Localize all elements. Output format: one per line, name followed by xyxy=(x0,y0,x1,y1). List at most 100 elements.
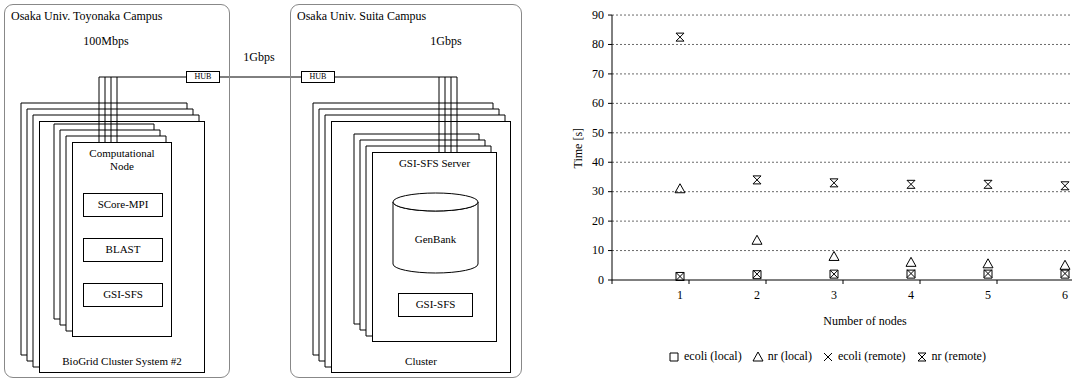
tick-label: 80 xyxy=(592,37,604,51)
hub-box: HUB xyxy=(301,71,335,83)
software-box: BLAST xyxy=(83,238,163,262)
legend-marker-shape xyxy=(824,353,832,361)
tick-label: 1 xyxy=(677,288,683,302)
node-text: Computational Node xyxy=(77,147,167,173)
stack-shadow-outline xyxy=(33,115,199,367)
stack-shadow-outline xyxy=(366,146,491,336)
bandwidth-label: 1Gbps xyxy=(241,50,276,64)
tick-label: 50 xyxy=(592,126,604,140)
stack-shadow-outline xyxy=(360,140,485,330)
node-text: GSI-SFS Server xyxy=(399,157,470,170)
legend-marker xyxy=(752,351,764,363)
y-tick xyxy=(608,15,612,16)
axis-title: Number of nodes xyxy=(823,314,906,328)
y-tick xyxy=(608,280,612,281)
node-text: SCore-MPI xyxy=(98,198,149,211)
stack-shadow-outline xyxy=(66,136,166,331)
software-box: SCore-MPI xyxy=(83,193,163,217)
node-text: GSI-SFS xyxy=(416,298,456,311)
tick-label: 3 xyxy=(831,288,837,302)
data-point xyxy=(984,270,992,278)
data-point xyxy=(1061,182,1069,190)
data-point xyxy=(1061,270,1069,278)
node-text: BLAST xyxy=(106,243,141,256)
grid-line xyxy=(612,15,1072,16)
stack-shadow-outline xyxy=(325,115,505,367)
data-point xyxy=(753,176,761,184)
y-axis xyxy=(612,15,613,280)
legend-text: ecoli (local) xyxy=(684,349,742,364)
hub-box: HUB xyxy=(186,71,220,83)
grid-line xyxy=(612,103,1072,104)
legend-item: nr (local) xyxy=(752,349,812,364)
data-point xyxy=(830,179,838,187)
tick-label: 90 xyxy=(592,8,604,22)
legend-item: ecoli (remote) xyxy=(822,349,906,364)
data-point xyxy=(906,257,916,266)
stack-shadow-outline xyxy=(27,109,193,361)
database-cylinder: GenBank xyxy=(393,193,478,273)
node-text: Cluster xyxy=(405,355,437,368)
network-link xyxy=(220,77,301,78)
x-tick xyxy=(766,280,767,284)
tick-label: 10 xyxy=(592,243,604,257)
cylinder-outline xyxy=(393,193,478,273)
data-point xyxy=(907,270,915,278)
x-tick xyxy=(612,280,613,284)
stack-shadow-outline xyxy=(319,109,499,361)
cluster-box: Cluster GSI-SFS ServerGenBankGSI-SFS xyxy=(331,121,511,373)
data-point xyxy=(984,180,992,188)
y-tick xyxy=(608,73,612,74)
grid-line xyxy=(612,73,1072,74)
node-text: Osaka Univ. Toyonaka Campus xyxy=(11,9,162,23)
campus-region: Osaka Univ. Toyonaka CampusBioGrid Clust… xyxy=(4,4,230,378)
stack-shadow-outline xyxy=(354,134,479,324)
software-box: GSI-SFS xyxy=(83,283,163,307)
grid-line xyxy=(612,44,1072,45)
axis-title: Time [s] xyxy=(571,128,585,169)
data-point xyxy=(1060,260,1070,269)
y-tick xyxy=(608,162,612,163)
legend-marker-shape xyxy=(918,353,926,361)
chart-legend: ecoli (local) nr (local) ecoli (remote) nr … xyxy=(668,349,986,364)
node-text: GenBank xyxy=(415,233,457,246)
y-tick xyxy=(608,103,612,104)
data-point xyxy=(907,180,915,188)
grid-line xyxy=(612,162,1072,163)
legend-marker xyxy=(822,351,834,363)
data-point xyxy=(676,272,684,280)
node-text: HUB xyxy=(195,73,212,81)
grid-line xyxy=(612,191,1072,192)
data-point xyxy=(675,184,685,193)
node-text: HUB xyxy=(310,73,327,81)
campus-region: Osaka Univ. Suita CampusHUBClusterGSI-SF… xyxy=(290,4,522,378)
legend-marker xyxy=(668,351,680,363)
tick-label: 40 xyxy=(592,155,604,169)
tick-label: 5 xyxy=(985,288,991,302)
x-tick xyxy=(920,280,921,284)
tick-label: 4 xyxy=(908,288,914,302)
cluster-box: BioGrid Cluster System #2Computational N… xyxy=(39,121,205,373)
data-point xyxy=(753,270,761,278)
stack-shadow-outline xyxy=(313,103,493,355)
tick-label: 6 xyxy=(1062,288,1068,302)
data-point xyxy=(676,272,684,280)
legend-marker-shape xyxy=(753,352,763,361)
legend-marker xyxy=(916,351,928,363)
tick-label: 30 xyxy=(592,184,604,198)
cylinder-body xyxy=(393,202,478,273)
bandwidth-label: 1Gbps xyxy=(428,34,463,48)
legend-text: nr (remote) xyxy=(932,349,986,364)
legend-text: nr (local) xyxy=(768,349,812,364)
legend-item: nr (remote) xyxy=(916,349,986,364)
tick-label: 0 xyxy=(598,273,604,287)
data-point xyxy=(829,251,839,260)
data-point xyxy=(907,270,915,278)
grid-line xyxy=(612,250,1072,251)
x-tick xyxy=(843,280,844,284)
data-point xyxy=(984,270,992,278)
y-tick xyxy=(608,132,612,133)
y-tick xyxy=(608,191,612,192)
